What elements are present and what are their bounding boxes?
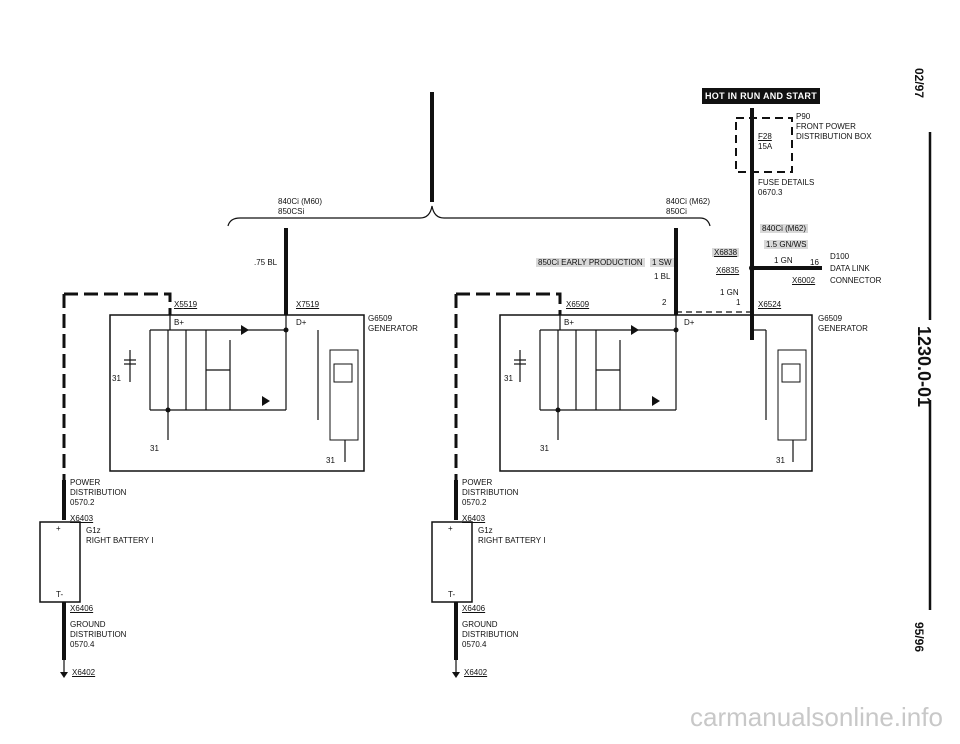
right-battery-plus: + (448, 524, 453, 533)
left-31-c: 31 (326, 456, 335, 465)
left-power-2: DISTRIBUTION (70, 488, 127, 497)
conn-x6524: X6524 (758, 300, 782, 309)
right-31-c: 31 (776, 456, 785, 465)
datalink-conn: CONNECTOR (830, 276, 882, 285)
sw-wire-label: 1 SW (650, 258, 674, 267)
right-wire-label: 1 BL (654, 272, 671, 281)
fuse-details-ref: 0670.3 (758, 188, 783, 197)
left-31-a: 31 (112, 374, 121, 383)
early-production-label: 850Ci EARLY PRODUCTION (536, 258, 645, 267)
right-power-2: DISTRIBUTION (462, 488, 519, 497)
left-bplus: B+ (174, 318, 185, 327)
right-31-b: 31 (540, 444, 549, 453)
left-battery-plus: + (56, 524, 61, 533)
right-gen-ref: G6509 (818, 314, 843, 323)
left-model: 840Ci (M60) (278, 197, 323, 206)
left-generator-box (109, 314, 365, 472)
conn-x5519: X5519 (174, 300, 198, 309)
side-code: 1230.0-01 (914, 326, 934, 408)
side-rev: 95/96 (912, 622, 926, 653)
left-battery (39, 521, 81, 603)
fuse-details: FUSE DETAILS (758, 178, 815, 187)
right-battery (431, 521, 473, 603)
left-power-ref: 0570.2 (70, 498, 95, 507)
left-battery-minus: T- (56, 590, 64, 599)
left-gen-name: GENERATOR (368, 324, 418, 333)
right-battery-ref: G1z (478, 526, 493, 535)
left-gen-dashed (64, 292, 172, 315)
gn-label-1: 1 GN (774, 256, 793, 265)
fuse-ref: P90 (796, 112, 811, 121)
m62-label: 840Ci (M62) (760, 224, 809, 233)
right-power-1: POWER (462, 478, 493, 487)
left-ground-1: GROUND (70, 620, 106, 629)
gn-label-2: 1 GN (720, 288, 739, 297)
fuse-id: F28 (758, 132, 772, 141)
datalink-ref: D100 (830, 252, 850, 261)
left-battery-name: RIGHT BATTERY I (86, 536, 154, 545)
fuse-name: FRONT POWER (796, 122, 856, 131)
right-generator-box (499, 314, 813, 472)
right-ground-1: GROUND (462, 620, 498, 629)
left-dplus: D+ (296, 318, 307, 327)
left-battery-ref: G1z (86, 526, 101, 535)
right-ground-ref: 0570.4 (462, 640, 487, 649)
right-bplus: B+ (564, 318, 575, 327)
left-model2: 850CSi (278, 207, 305, 216)
left-ground-2: DISTRIBUTION (70, 630, 127, 639)
right-conn-x6406: X6406 (462, 604, 486, 613)
left-conn-x6402: X6402 (72, 668, 96, 677)
right-model: 840Ci (M62) (666, 197, 711, 206)
hot-in-run-start-label: HOT IN RUN AND START (702, 88, 820, 104)
right-dplus: D+ (684, 318, 695, 327)
variant-bracket (227, 205, 711, 227)
right-ground-2: DISTRIBUTION (462, 630, 519, 639)
right-31-a: 31 (504, 374, 513, 383)
gnws-label: 1.5 GN/WS (764, 240, 809, 249)
conn-x6002: X6002 (792, 276, 816, 285)
pin-2: 2 (662, 298, 667, 307)
datalink-name: DATA LINK (830, 264, 870, 273)
left-gen-ref: G6509 (368, 314, 393, 323)
side-date: 02/97 (912, 68, 926, 99)
fuse-box-outline (735, 117, 793, 173)
left-ground-ref: 0570.4 (70, 640, 95, 649)
fuse-box-name: DISTRIBUTION BOX (796, 132, 872, 141)
right-battery-minus: T- (448, 590, 456, 599)
left-conn-x6403: X6403 (70, 514, 94, 523)
right-conn-x6402: X6402 (464, 668, 488, 677)
conn-x7519: X7519 (296, 300, 320, 309)
conn-x6509: X6509 (566, 300, 590, 309)
left-31-b: 31 (150, 444, 159, 453)
watermark: carmanualsonline.info (690, 702, 943, 732)
right-conn-x6403: X6403 (462, 514, 486, 523)
right-gen-name: GENERATOR (818, 324, 868, 333)
right-model2: 850Ci (666, 207, 687, 216)
conn-x6835: X6835 (716, 266, 740, 275)
left-conn-x6406: X6406 (70, 604, 94, 613)
left-power-1: POWER (70, 478, 101, 487)
right-gen-dashed (456, 292, 562, 315)
fuse-rating: 15A (758, 142, 773, 151)
conn-x6838: X6838 (712, 248, 740, 257)
right-battery-name: RIGHT BATTERY I (478, 536, 546, 545)
pin-1: 1 (736, 298, 741, 307)
pin-16: 16 (810, 258, 819, 267)
left-wire-label: .75 BL (254, 258, 278, 267)
right-power-ref: 0570.2 (462, 498, 487, 507)
